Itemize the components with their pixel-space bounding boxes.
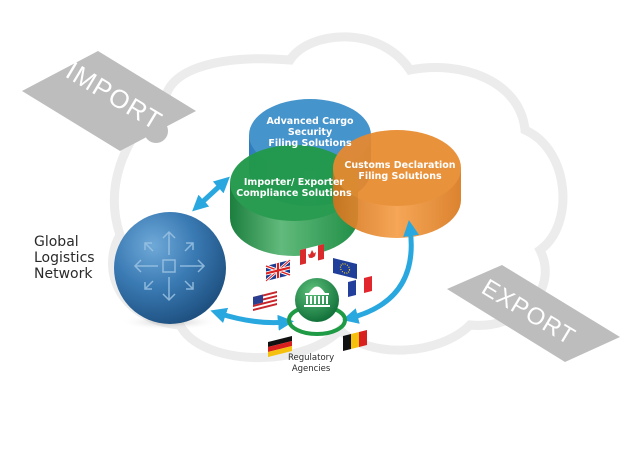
flag-united-states: [253, 291, 277, 312]
import-tag: IMPORT: [22, 51, 196, 151]
label-line: Security: [287, 127, 333, 138]
flag-belgium: [343, 330, 367, 351]
label-line: Regulatory: [288, 353, 335, 363]
regulatory-agencies-label: Regulatory Agencies: [288, 353, 334, 375]
label-line: Logistics: [34, 250, 95, 266]
customs-declaration-label: Customs Declaration Filing Solutions: [336, 160, 464, 182]
flag-france: [348, 276, 372, 297]
global-logistics-network-label: Global Logistics Network: [34, 234, 95, 282]
flag-canada: [300, 244, 324, 265]
label-line: Advanced Cargo: [266, 116, 354, 127]
regulatory-agency-globe[interactable]: [287, 278, 347, 336]
flag-european-union: [333, 258, 357, 279]
arrow-network-to-compliance: [192, 176, 230, 212]
label-line: Customs Declaration: [344, 160, 456, 171]
directions-icon: [133, 230, 206, 302]
global-logistics-sphere[interactable]: [114, 212, 226, 330]
label-line: Importer/ Exporter: [243, 177, 345, 188]
label-line: Agencies: [291, 364, 331, 374]
flag-united-kingdom: [265, 258, 291, 283]
importer-exporter-disk[interactable]: [230, 145, 358, 256]
label-line: Network: [34, 266, 93, 282]
capitol-building-icon: [304, 286, 330, 307]
advanced-cargo-label: Advanced Cargo Security Filing Solutions: [252, 116, 368, 149]
arrow-customs-to-agencies: [342, 220, 420, 324]
arrow-network-to-agencies: [210, 307, 294, 331]
importer-exporter-label: Importer/ Exporter Compliance Solutions: [226, 177, 362, 199]
label-line: Filing Solutions: [268, 138, 352, 149]
label-line: Compliance Solutions: [236, 188, 352, 199]
label-line: Global: [34, 234, 79, 250]
flag-germany: [268, 336, 292, 357]
label-line: Filing Solutions: [358, 171, 442, 182]
export-tag: EXPORT: [447, 265, 620, 362]
